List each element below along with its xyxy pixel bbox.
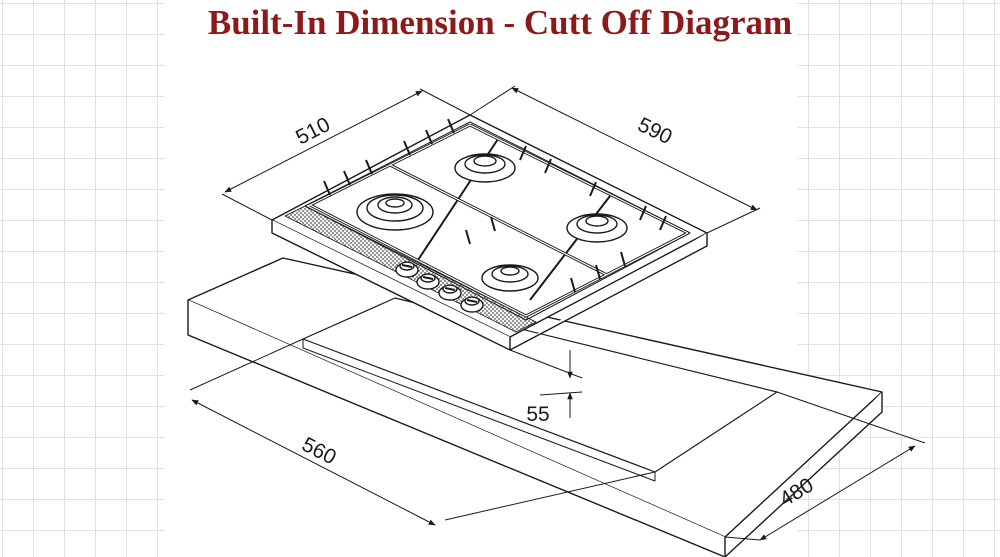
burner-large (356, 193, 434, 231)
burner-front (481, 264, 539, 292)
control-knobs (395, 261, 484, 313)
dimension-line-560 (189, 338, 656, 526)
knob-1 (395, 261, 419, 278)
dimension-line-55 (509, 349, 583, 418)
knob-2 (416, 273, 440, 290)
knob-4 (460, 296, 484, 313)
diagram-title: Built-In Dimension - Cutt Off Diagram (207, 3, 793, 42)
dimension-label-590: 590 (634, 113, 676, 149)
knob-3 (438, 284, 462, 301)
dimension-line-510 (221, 88, 471, 221)
dimension-label-560: 560 (298, 433, 340, 469)
dimension-label-55: 55 (526, 403, 549, 426)
dimension-line-590 (469, 85, 761, 234)
burner-right (566, 213, 628, 243)
dimension-label-510: 510 (292, 113, 334, 149)
burner-back (454, 153, 516, 183)
dimension-line-480 (724, 391, 926, 541)
